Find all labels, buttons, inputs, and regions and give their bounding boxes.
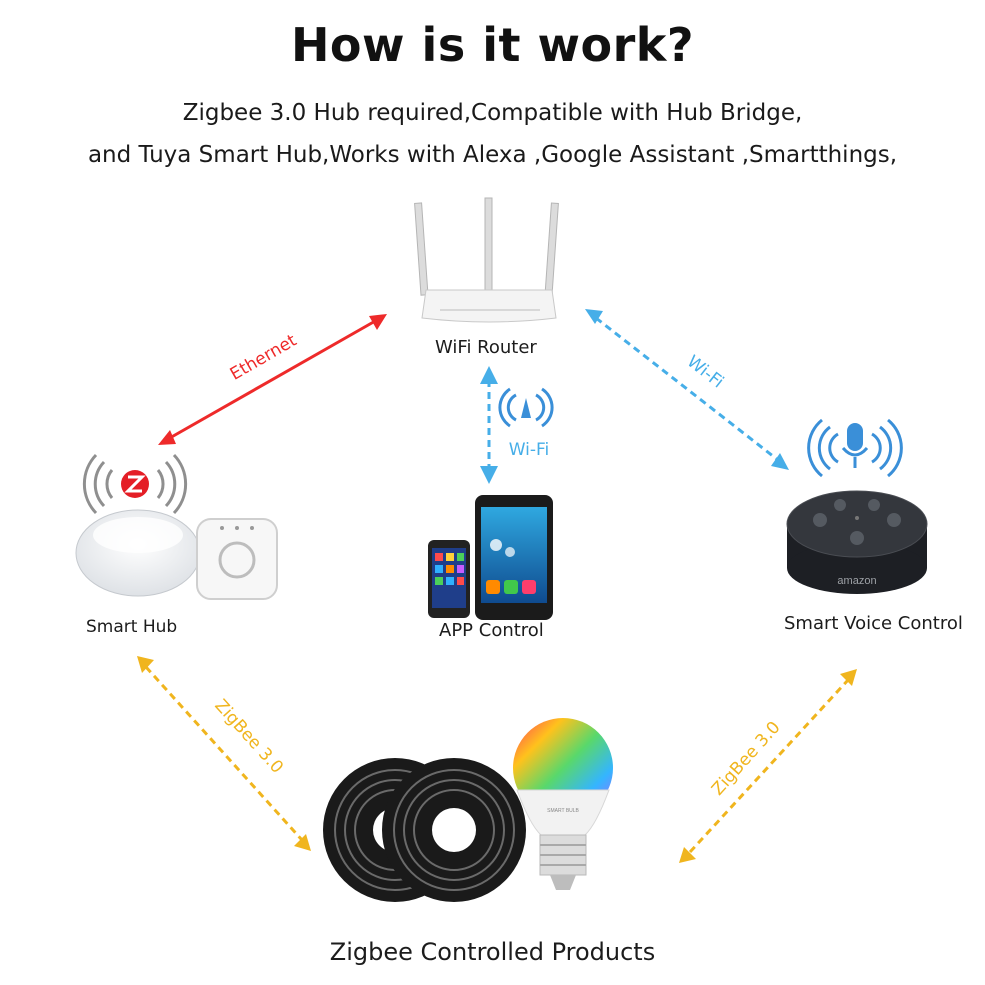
ethernet-label: Ethernet bbox=[227, 331, 301, 385]
app-control-label: APP Control bbox=[439, 620, 544, 641]
bulb-label-text: SMART BULB bbox=[547, 808, 579, 814]
smartphone-icon bbox=[475, 495, 553, 620]
led-strip-right-icon bbox=[382, 758, 526, 902]
zigbee-right-arrow bbox=[679, 669, 857, 863]
wifi-router-voice-arrow bbox=[585, 309, 789, 470]
page-title: How is it work? bbox=[290, 18, 695, 72]
smart-hub-label: Smart Hub bbox=[86, 617, 178, 637]
smart-hub-icon bbox=[75, 509, 278, 600]
ethernet-arrow bbox=[158, 314, 387, 445]
smart-speaker-icon bbox=[786, 490, 928, 594]
wifi-voice-label: Wi-Fi bbox=[683, 352, 727, 393]
zigbee-products-label: Zigbee Controlled Products bbox=[329, 938, 656, 966]
subtitle-line-1: Zigbee 3.0 Hub required,Compatible with … bbox=[182, 100, 803, 126]
wifi-app-label: Wi-Fi bbox=[509, 440, 550, 460]
wifi-signal-icon bbox=[498, 387, 554, 428]
router-label: WiFi Router bbox=[435, 337, 537, 358]
smart-bulb-icon bbox=[513, 718, 613, 890]
speaker-brand-text: amazon bbox=[837, 575, 876, 587]
wifi-router-app-arrow bbox=[480, 366, 498, 484]
wifi-router-icon bbox=[414, 197, 559, 323]
zigbee-left-arrow bbox=[137, 656, 311, 851]
small-phone-icon bbox=[428, 540, 470, 618]
zigbee-right-label: ZigBee 3.0 bbox=[708, 718, 785, 800]
zigbee-left-label: ZigBee 3.0 bbox=[210, 696, 287, 778]
zigbee-signal-icon bbox=[82, 453, 188, 515]
voice-signal-icon bbox=[807, 418, 903, 478]
subtitle-line-2: and Tuya Smart Hub,Works with Alexa ,Goo… bbox=[87, 142, 898, 168]
voice-control-label: Smart Voice Control bbox=[784, 613, 963, 634]
